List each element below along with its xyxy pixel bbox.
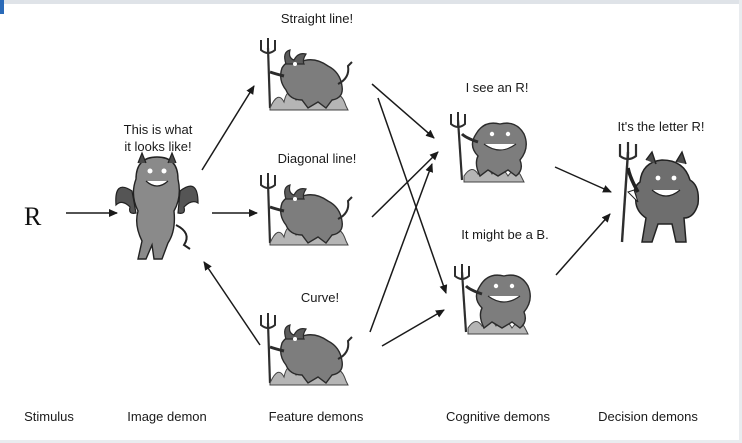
stage-label-stimulus: Stimulus <box>24 409 74 424</box>
feature-diagonal-speech: Diagonal line! <box>278 151 357 166</box>
stage-label-cognitive: Cognitive demons <box>446 409 551 424</box>
cognitive-demon-b-icon <box>453 262 532 336</box>
feature-curve-speech: Curve! <box>301 290 339 305</box>
cognitive-demon-r-icon <box>449 110 528 184</box>
arrow-image-to-straight <box>201 85 255 171</box>
window-top-edge <box>0 0 742 4</box>
cognitive-r-speech: I see an R! <box>466 80 529 95</box>
arrow-curve-to-image <box>203 261 261 346</box>
stimulus-letter: R <box>24 202 42 231</box>
feature-demon-straight-icon <box>259 36 354 112</box>
decision-speech: It's the letter R! <box>617 119 704 134</box>
arrow-straight-to-cog-r <box>371 83 435 139</box>
arrow-curve-to-cog-r <box>369 163 433 333</box>
stage-label-image: Image demon <box>127 409 207 424</box>
window-corner-accent <box>0 0 4 14</box>
feature-demon-curve-icon <box>259 311 354 387</box>
window-right-edge <box>739 0 742 443</box>
stage-label-decision: Decision demons <box>598 409 698 424</box>
feature-demon-diagonal-icon <box>259 171 354 247</box>
decision-demon-icon <box>618 140 701 244</box>
arrow-cog-r-to-decision <box>554 166 612 193</box>
arrow-cog-b-to-decision <box>555 213 611 276</box>
feature-straight-speech: Straight line! <box>281 11 353 26</box>
cognitive-b-speech: It might be a B. <box>461 227 548 242</box>
image-demon-speech-line1: This is what <box>124 122 193 137</box>
arrow-straight-to-cog-b <box>377 97 448 294</box>
image-demon-speech-line2: it looks like! <box>124 139 191 154</box>
arrow-diagonal-to-cog-r <box>371 151 439 218</box>
window-bottom-edge <box>0 440 742 443</box>
stage-label-feature: Feature demons <box>269 409 364 424</box>
arrow-curve-to-cog-b <box>381 309 445 347</box>
image-demon-icon <box>115 151 199 260</box>
